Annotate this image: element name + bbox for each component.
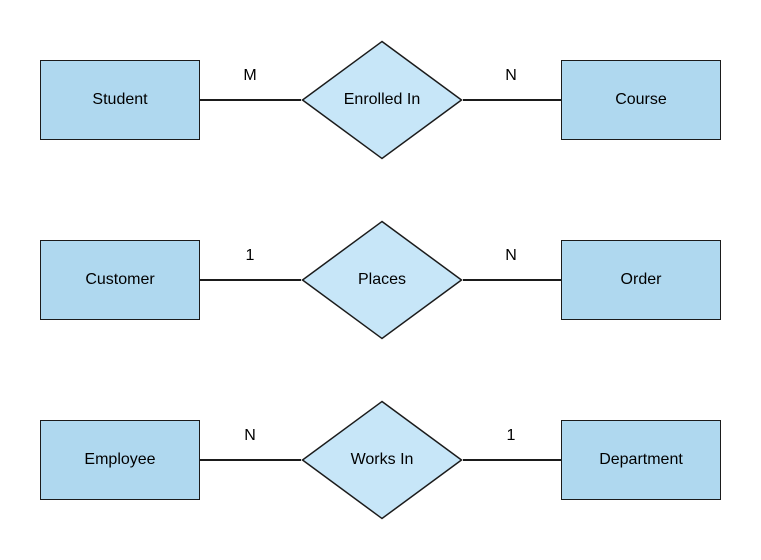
relationship-label: Places — [357, 271, 407, 288]
relationship-works-in: Works In — [301, 400, 463, 520]
relationship-diamond-shape — [301, 40, 463, 160]
connector-line — [463, 99, 561, 101]
cardinality-label: N — [505, 247, 517, 264]
cardinality-label: N — [505, 67, 517, 84]
connector-line — [463, 279, 561, 281]
relationship-diamond-shape — [301, 220, 463, 340]
connector-line — [200, 279, 301, 281]
relationship-enrolled-in: Enrolled In — [301, 40, 463, 160]
connector-line — [463, 459, 561, 461]
entity-label: Order — [620, 271, 662, 288]
cardinality-label: 1 — [506, 427, 516, 444]
entity-label: Department — [599, 451, 683, 468]
entity-student: Student — [40, 60, 200, 140]
connector-line — [200, 459, 301, 461]
entity-course: Course — [561, 60, 721, 140]
entity-employee: Employee — [40, 420, 200, 500]
relationship-places: Places — [301, 220, 463, 340]
connector-line — [200, 99, 301, 101]
entity-customer: Customer — [40, 240, 200, 320]
entity-order: Order — [561, 240, 721, 320]
cardinality-label: N — [244, 427, 256, 444]
entity-label: Employee — [84, 451, 156, 468]
cardinality-label: M — [243, 67, 257, 84]
cardinality-label: 1 — [245, 247, 255, 264]
relationship-diamond-shape — [301, 400, 463, 520]
relationship-label: Enrolled In — [343, 91, 421, 108]
entity-label: Course — [615, 91, 667, 108]
entity-label: Customer — [85, 271, 155, 288]
entity-label: Student — [92, 91, 148, 108]
relationship-label: Works In — [350, 451, 414, 468]
entity-department: Department — [561, 420, 721, 500]
